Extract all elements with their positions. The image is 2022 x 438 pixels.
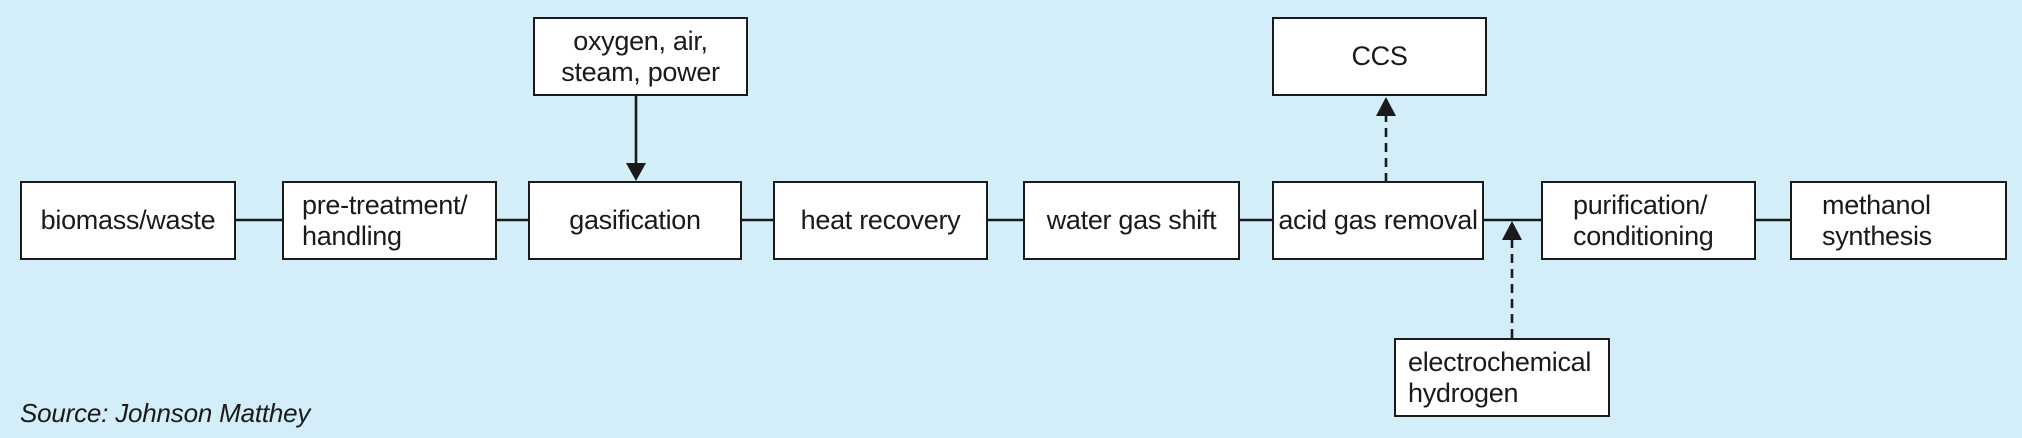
- node-purification-conditioning: purification/ conditioning: [1541, 181, 1756, 260]
- arrowhead-hydrogen: [1502, 221, 1522, 240]
- node-gasification: gasification: [528, 181, 742, 260]
- node-label-line: synthesis: [1822, 220, 1932, 251]
- node-label-line: conditioning: [1573, 220, 1714, 251]
- node-pre-treatment-handling: pre-treatment/ handling: [282, 181, 497, 260]
- node-electrochemical-hydrogen: electrochemical hydrogen: [1394, 338, 1610, 417]
- node-water-gas-shift: water gas shift: [1023, 181, 1240, 260]
- node-label: water gas shift: [1046, 205, 1217, 235]
- arrowhead-gasification: [626, 163, 646, 181]
- node-label-line: methanol: [1822, 189, 1931, 220]
- node-label: biomass/waste: [40, 205, 216, 235]
- node-label: gasification: [569, 205, 701, 235]
- node-heat-recovery: heat recovery: [773, 181, 988, 260]
- arrowhead-ccs: [1376, 97, 1396, 116]
- source-caption: Source: Johnson Matthey: [20, 398, 311, 428]
- node-acid-gas-removal: acid gas removal: [1272, 181, 1484, 260]
- node-label-line: purification/: [1573, 189, 1708, 220]
- node-label-line: handling: [302, 220, 402, 251]
- node-ccs: CCS: [1272, 17, 1487, 96]
- node-oxygen-air-steam-power: oxygen, air, steam, power: [533, 17, 748, 96]
- node-label: heat recovery: [800, 205, 961, 235]
- node-label: acid gas removal: [1278, 205, 1478, 235]
- node-label-line: hydrogen: [1408, 377, 1519, 408]
- node-label-line: steam, power: [561, 56, 720, 87]
- node-label-line: oxygen, air,: [573, 25, 708, 56]
- node-biomass-waste: biomass/waste: [20, 181, 236, 260]
- node-methanol-synthesis: methanol synthesis: [1790, 181, 2007, 260]
- node-label-line: electrochemical: [1408, 346, 1592, 377]
- node-label: CCS: [1351, 41, 1408, 71]
- node-label-line: pre-treatment/: [302, 189, 468, 220]
